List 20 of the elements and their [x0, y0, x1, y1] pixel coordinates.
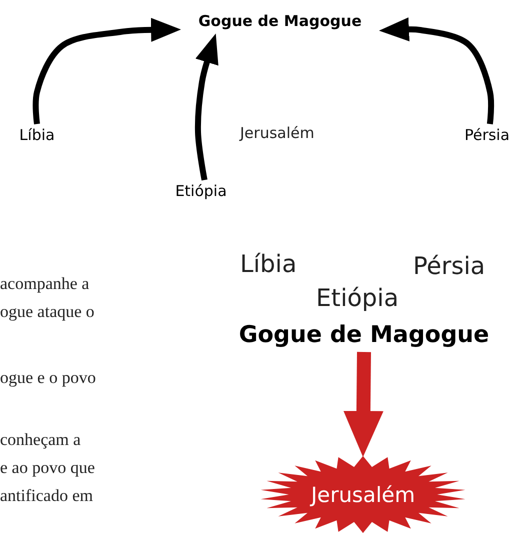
node-label: Etiópia: [175, 182, 227, 200]
place-label: Jerusalém: [240, 124, 314, 142]
node-label: Pérsia: [464, 126, 510, 144]
node-label: Gogue de Magogue: [198, 12, 362, 30]
place-label: Líbia: [240, 250, 297, 278]
place-label: Etiópia: [316, 284, 399, 312]
text-fragment: ogue e o povo: [0, 368, 96, 388]
text-fragment: acompanhe a: [0, 274, 90, 294]
text-fragment: antificado em: [0, 486, 93, 506]
arrow: [343, 352, 384, 457]
arrow: [32, 18, 182, 124]
node-label: Líbia: [19, 126, 55, 144]
text-fragment: conheçam a: [0, 430, 81, 450]
node-label: Gogue de Magogue: [238, 322, 490, 348]
text-fragment: e ao povo que: [0, 458, 95, 478]
place-label: Jerusalém: [310, 482, 416, 506]
arrow: [378, 17, 494, 124]
text-fragment: ogue ataque o: [0, 302, 94, 322]
arrow: [194, 33, 218, 181]
place-label: Pérsia: [413, 252, 486, 280]
